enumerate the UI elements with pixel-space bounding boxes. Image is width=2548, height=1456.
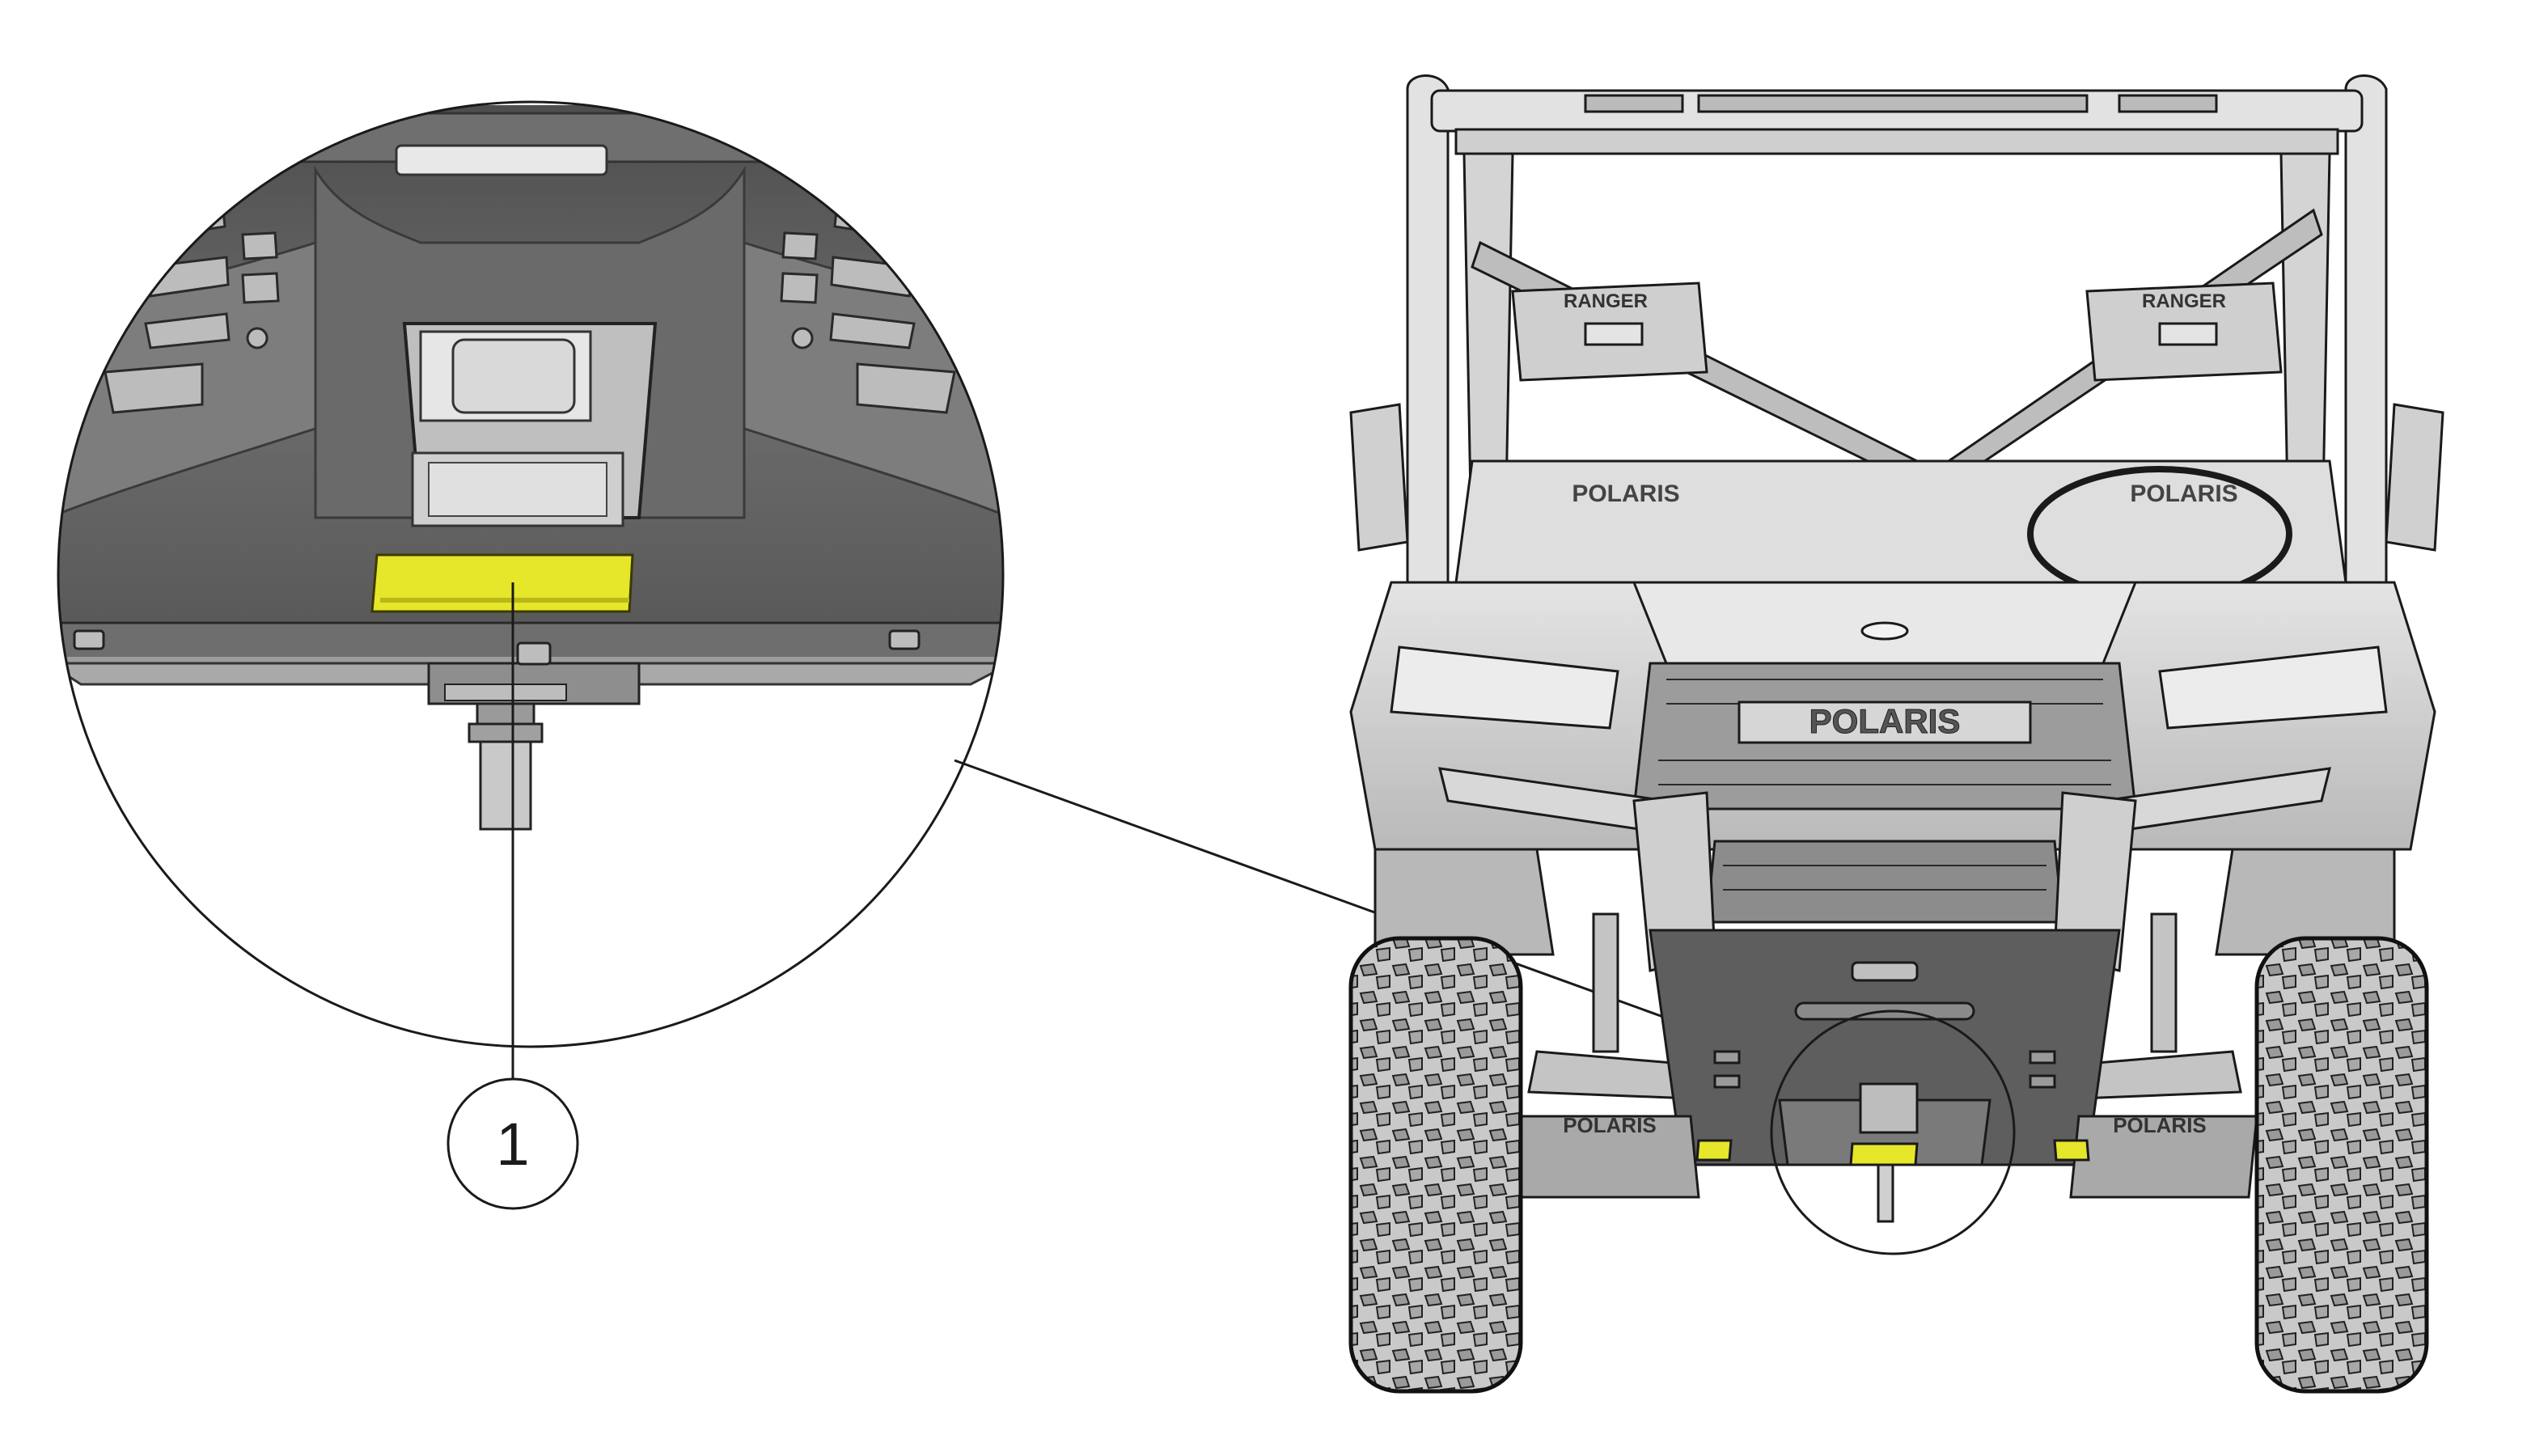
side-mirrors (1349, 403, 2444, 552)
winch-hook (1877, 1163, 1894, 1223)
dashboard (1454, 459, 2347, 584)
highlighted-part-left (1695, 1139, 1733, 1162)
hook-shaft (479, 730, 532, 831)
suspension (1373, 848, 2396, 1102)
hood-brand: POLARIS (1809, 702, 1961, 740)
mirror-label-left: RANGER (1564, 290, 1648, 312)
highlighted-part-center (1849, 1142, 1919, 1166)
headlight-left (1390, 645, 1619, 730)
mirror-label-right: RANGER (2142, 290, 2226, 312)
a-arm-guard-right (2069, 1115, 2258, 1199)
headlight-right (2158, 645, 2388, 730)
highlighted-part-right (2053, 1139, 2090, 1162)
dash-brand-left: POLARIS (1572, 480, 1679, 507)
vehicle-front-view: RANGER RANGER POLARIS POLARIS POLARIS (1348, 74, 2444, 1394)
detail-view (57, 100, 1005, 1048)
guard-brand-right: POLARIS (2113, 1113, 2207, 1137)
guard-brand-left: POLARIS (1563, 1113, 1657, 1137)
detail-circle-outline (57, 100, 1005, 1048)
seat-headrests: RANGER RANGER (1511, 281, 2283, 382)
dash-brand-right: POLARIS (2130, 480, 2237, 507)
callout-balloon (447, 1077, 579, 1210)
tire-right (2254, 936, 2429, 1394)
callout-number: 1 (496, 1111, 529, 1178)
tire-left (1348, 936, 1523, 1394)
top-slot (395, 144, 608, 176)
detail-marker-circle (1770, 1009, 2016, 1255)
highlighted-part-detail (370, 553, 634, 613)
